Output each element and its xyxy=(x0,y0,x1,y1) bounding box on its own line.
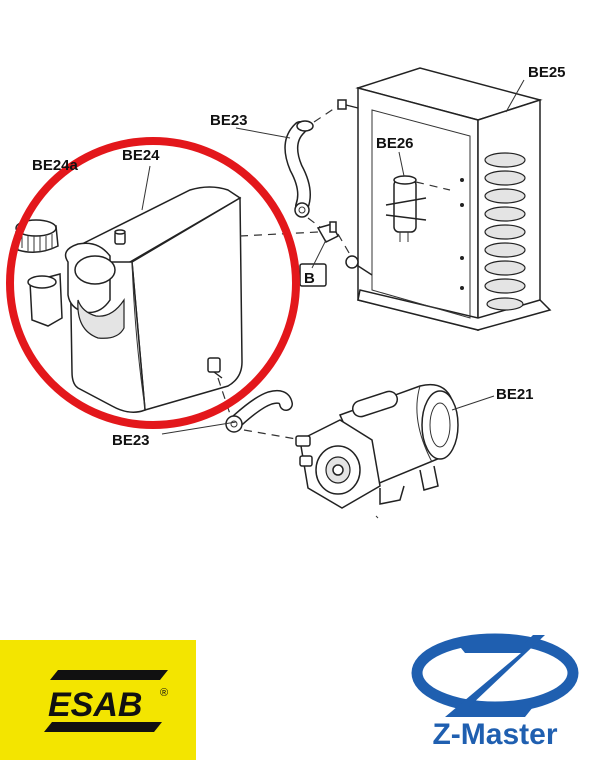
highlight-ring xyxy=(6,137,300,429)
z-master-logo xyxy=(411,633,579,717)
pump-be21 xyxy=(295,383,459,519)
hose-lower-be23 xyxy=(217,377,303,441)
condenser-coils xyxy=(484,152,526,311)
label-be24: BE24 xyxy=(122,147,160,164)
z-master-wordmark: Z-Master xyxy=(432,718,558,751)
capacitor-be26 xyxy=(385,175,451,242)
label-be21: BE21 xyxy=(496,386,534,403)
hose-upper-be23 xyxy=(284,105,339,231)
tank-cap-be24a xyxy=(15,219,59,253)
connector-b xyxy=(299,221,353,287)
esab-registered-mark: ® xyxy=(160,687,168,699)
label-be23-top: BE23 xyxy=(210,112,248,129)
leader-lines xyxy=(141,79,525,435)
label-be24a: BE24a xyxy=(32,157,79,174)
parts-diagram: BE24a BE24 BE23 BE25 BE26 B BE23 BE21 xyxy=(6,64,566,519)
label-be23-bottom: BE23 xyxy=(112,432,150,449)
water-tank-be24 xyxy=(27,186,319,413)
label-be25: BE25 xyxy=(528,64,566,81)
esab-wordmark: ESAB xyxy=(48,686,142,724)
esab-logo: ESAB ® xyxy=(0,640,196,760)
condenser-be25 xyxy=(337,67,552,332)
label-b: B xyxy=(304,270,315,287)
label-be26: BE26 xyxy=(376,135,414,152)
